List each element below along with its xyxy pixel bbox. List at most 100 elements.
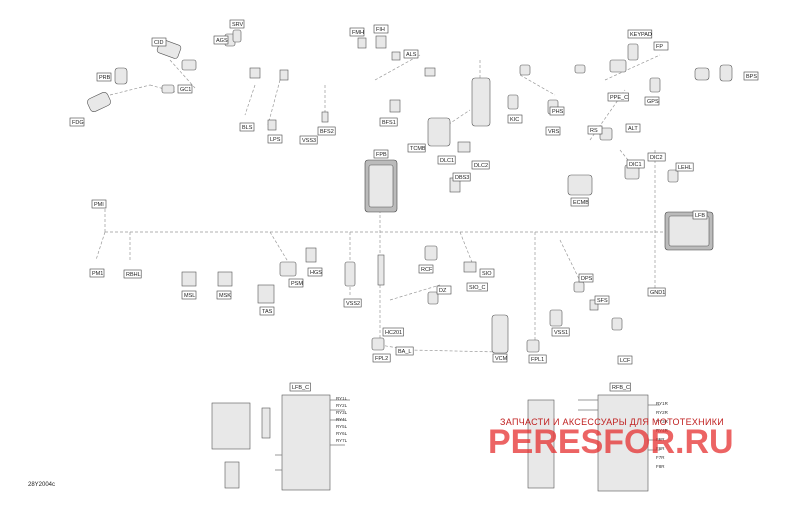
label-frame xyxy=(267,134,283,144)
label-frame xyxy=(259,306,275,316)
label-dbs3: DBS3 xyxy=(452,172,471,182)
label-text: FPL1 xyxy=(531,357,544,363)
label-ecmb: ECMB xyxy=(570,197,589,207)
detail-title: LFB_C xyxy=(292,385,309,391)
label-vcm: VCM xyxy=(492,353,508,363)
pin-label: RY7L xyxy=(336,438,348,443)
label-frame xyxy=(379,117,398,127)
label-text: SIO_C xyxy=(469,285,486,291)
label-vss2: VSS2 xyxy=(343,298,362,308)
label-rbhl: RBHL xyxy=(123,269,142,279)
label-frame xyxy=(372,353,391,363)
label-als: ALS xyxy=(403,49,419,59)
label-text: GPS xyxy=(647,99,659,105)
pin-label: RY3L xyxy=(336,410,348,415)
label-frame xyxy=(343,298,362,308)
label-frame xyxy=(675,162,694,172)
label-dic1: DIC1 xyxy=(626,159,645,169)
label-frame xyxy=(647,287,666,297)
label-text: TCMB xyxy=(410,146,426,152)
label-frame xyxy=(373,149,389,159)
label-text: DZ xyxy=(439,288,447,294)
label-text: BFS2 xyxy=(320,129,334,135)
label-text: ECMB xyxy=(573,200,589,206)
label-text: LEHL xyxy=(678,165,692,171)
label-dps: DPS xyxy=(578,273,594,283)
fuse-box-lfb xyxy=(664,211,714,251)
pin-label: RY3R xyxy=(656,419,669,424)
label-cid: CID xyxy=(151,37,167,47)
label-phs: PHS xyxy=(549,106,565,116)
label-text: FPB xyxy=(376,152,387,158)
label-gnd1: GND1 xyxy=(647,287,666,297)
label-text: FDG xyxy=(72,120,84,126)
label-frame xyxy=(91,199,107,209)
label-frame xyxy=(692,210,708,220)
label-frame xyxy=(743,71,759,81)
detail-labels: LFB_CRY1LRY2LRY3LRY4LRY5LRY6LRY7LRFB_CRY… xyxy=(289,382,669,469)
label-frame xyxy=(644,96,660,106)
label-frame xyxy=(216,290,232,300)
label-fpl2: FPL2 xyxy=(372,353,391,363)
label-frame xyxy=(528,354,547,364)
pin-label: RY2R xyxy=(656,410,669,415)
label-text: DLC1 xyxy=(440,158,454,164)
label-text: RS xyxy=(590,128,598,134)
label-text: HC201 xyxy=(385,330,402,336)
label-text: VRS xyxy=(548,129,560,135)
label-frame xyxy=(607,92,629,102)
pin-label: RY1R xyxy=(656,401,669,406)
label-vrs: VRS xyxy=(545,126,561,136)
label-psm: PSM xyxy=(288,278,303,288)
label-frame xyxy=(213,35,229,45)
label-frame xyxy=(466,282,488,292)
pin-label: F6R xyxy=(656,446,665,451)
label-text: VSS2 xyxy=(346,301,360,307)
harness-wires xyxy=(95,54,665,353)
label-rcf: RCF xyxy=(418,264,434,274)
label-gps: GPS xyxy=(644,96,660,106)
label-frame xyxy=(89,268,105,278)
label-fmh: FMH xyxy=(349,27,365,37)
label-frame xyxy=(418,264,434,274)
label-text: SFS xyxy=(597,298,608,304)
label-text: DIC1 xyxy=(629,162,642,168)
label-lehl: LEHL xyxy=(675,162,694,172)
label-frame xyxy=(587,125,603,135)
label-text: RCF xyxy=(421,267,433,273)
label-kic: KIC xyxy=(507,114,523,124)
label-frame xyxy=(96,72,112,82)
label-frame xyxy=(403,49,419,59)
label-text: LCF xyxy=(620,358,631,364)
label-ags: AGS xyxy=(213,35,229,45)
label-ppe-c: PPE_C xyxy=(607,92,629,102)
label-text: ALT xyxy=(628,126,638,132)
label-hgs: HGS xyxy=(307,267,323,277)
label-hc201: HC201 xyxy=(382,327,404,337)
label-text: PSM xyxy=(291,281,303,287)
watermark-tagline: ЗАПЧАСТИ И АКСЕССУАРЫ ДЛЯ МОТОТЕХНИКИ xyxy=(500,417,724,427)
label-frame xyxy=(349,27,365,37)
label-fpb: FPB xyxy=(373,149,389,159)
label-frame xyxy=(382,327,404,337)
label-text: RBHL xyxy=(126,272,141,278)
watermark: ЗАПЧАСТИ И АКСЕССУАРЫ ДЛЯ МОТОТЕХНИКИ PE… xyxy=(488,417,734,461)
label-text: DIC2 xyxy=(650,155,663,161)
components xyxy=(87,29,733,354)
label-text: PM1 xyxy=(92,271,103,277)
label-text: HGS xyxy=(310,270,322,276)
label-text: GC1 xyxy=(180,87,191,93)
label-msk: MSK xyxy=(216,290,232,300)
label-frame xyxy=(307,267,323,277)
label-frame xyxy=(626,159,645,169)
label-frame xyxy=(317,126,336,136)
label-text: AGS xyxy=(216,38,228,44)
label-tcmb: TCMB xyxy=(407,143,426,153)
label-frame xyxy=(653,41,669,51)
label-vss1: VSS1 xyxy=(551,327,570,337)
label-frame xyxy=(395,346,414,356)
label-vss3: VSS3 xyxy=(299,135,318,145)
label-text: KEYPAD xyxy=(630,32,652,38)
label-frame xyxy=(452,172,471,182)
pin-label: F5R xyxy=(656,437,665,442)
